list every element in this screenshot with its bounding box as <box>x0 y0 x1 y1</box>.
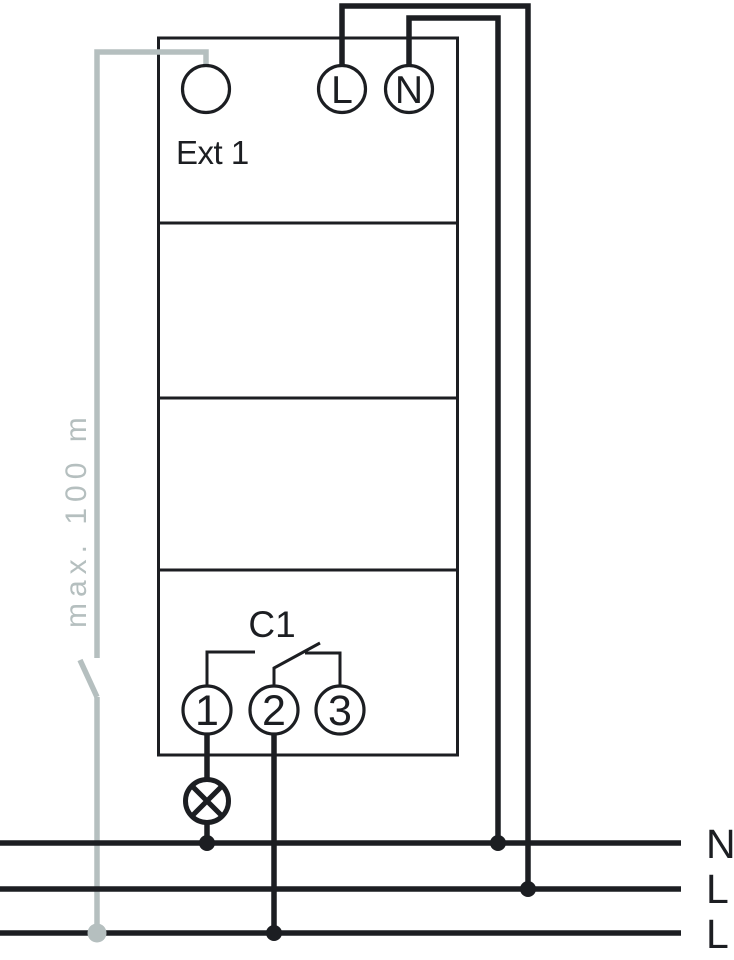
external-button-circuit: max. 100 m <box>60 49 209 933</box>
junction-n-wire-n-bus <box>490 835 506 851</box>
max-cable-length-label: max. 100 m <box>60 411 93 628</box>
terminal-n <box>383 63 435 115</box>
terminal-2-label: 2 <box>262 687 286 735</box>
channel-label: C1 <box>248 604 295 645</box>
mains-bus <box>0 840 681 936</box>
junction-l-wire-l-bus <box>520 881 536 897</box>
ext-wire-upper <box>94 49 209 658</box>
top-terminals: L N Ext 1 <box>176 63 435 171</box>
bus-label-l1: L <box>706 866 729 912</box>
lamp-x-stroke-2 <box>190 784 224 818</box>
terminal-n-label: N <box>395 69 423 112</box>
terminal-1-label: 1 <box>195 687 219 735</box>
junction-ext-wire-l-bus <box>87 923 107 943</box>
wire-n-terminal-to-n-bus <box>406 15 501 843</box>
ext1-label: Ext 1 <box>176 134 249 171</box>
terminal-l <box>316 63 368 115</box>
bus-label-n: N <box>706 821 734 867</box>
device-enclosure <box>157 36 459 757</box>
contact-blade-terminal2 <box>272 641 321 686</box>
bottom-terminals: 1 2 3 C1 <box>181 604 366 736</box>
terminal-ext1 <box>180 63 232 115</box>
push-button-icon <box>77 658 100 699</box>
terminal-2 <box>248 684 300 736</box>
bus-labels: N L L <box>706 821 734 957</box>
terminal-l-label: L <box>331 69 353 112</box>
contact-lead-terminal3 <box>305 651 342 686</box>
terminal-1 <box>181 684 233 736</box>
supply-wiring <box>339 3 531 889</box>
terminal-3-label: 3 <box>328 687 352 735</box>
contact-lead-terminal1 <box>205 650 255 686</box>
relay-contact-icon <box>205 641 342 686</box>
junction-terminal2-l-bus <box>266 925 282 941</box>
terminal-3 <box>314 684 366 736</box>
junction-dots <box>87 835 536 943</box>
bus-label-l2: L <box>706 911 729 957</box>
junction-lamp-n-bus <box>199 835 215 851</box>
load-wiring <box>183 732 277 933</box>
wire-l-terminal-to-l-bus <box>339 3 531 889</box>
